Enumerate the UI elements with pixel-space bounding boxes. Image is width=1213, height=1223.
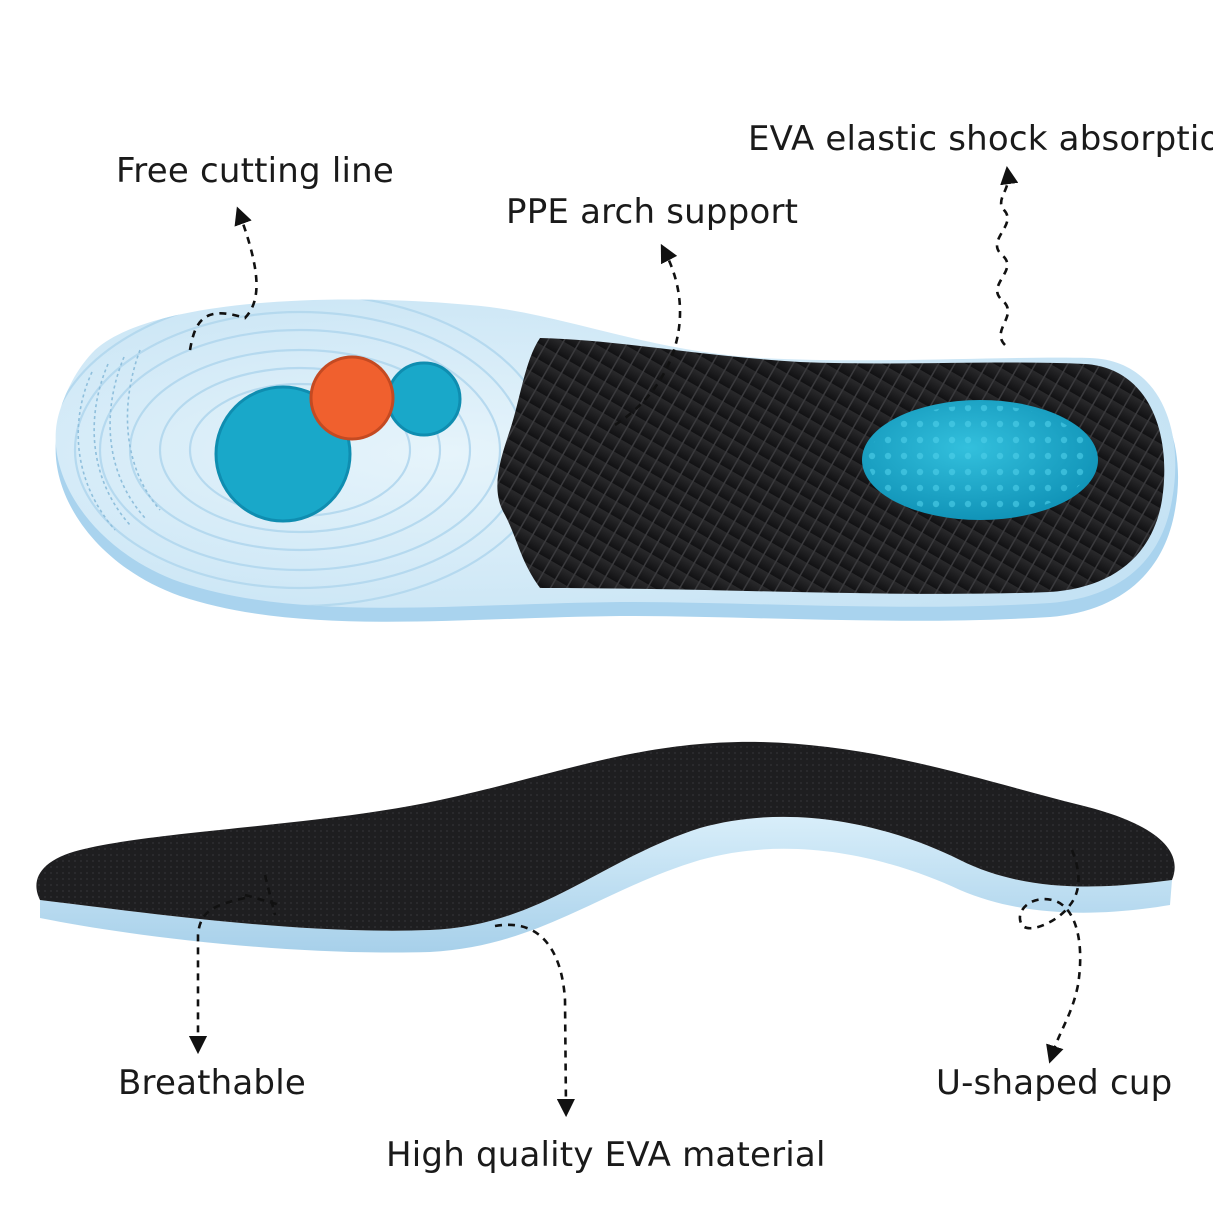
leader-high-quality-eva [494,923,576,1118]
label-breathable: Breathable [118,1063,306,1103]
cutting-lines [77,349,161,531]
leader-breathable [198,874,281,1045]
forefoot-pad-orange [309,355,395,441]
insole-side-black-top [36,741,1175,931]
label-eva-shock-absorption: EVA elastic shock absorption [748,119,1213,159]
leader-u-shaped-cup [1018,849,1082,1064]
insole-side-foam [40,816,1172,953]
leader-eva-shock-absorption [995,165,1019,346]
label-ppe-arch-support: PPE arch support [506,192,799,232]
label-high-quality-eva: High quality EVA material [386,1135,826,1175]
callout-leaders [188,165,1082,1118]
insole-top-view [55,299,1179,622]
insole-side-view [36,741,1175,953]
label-u-shaped-cup: U-shaped cup [936,1063,1173,1103]
label-free-cutting-line: Free cutting line [116,151,395,191]
heel-gel-dots [868,405,1092,515]
leader-free-cutting-line [188,206,258,351]
forefoot-pad-small [386,361,462,437]
leader-ppe-arch-support [614,243,682,427]
